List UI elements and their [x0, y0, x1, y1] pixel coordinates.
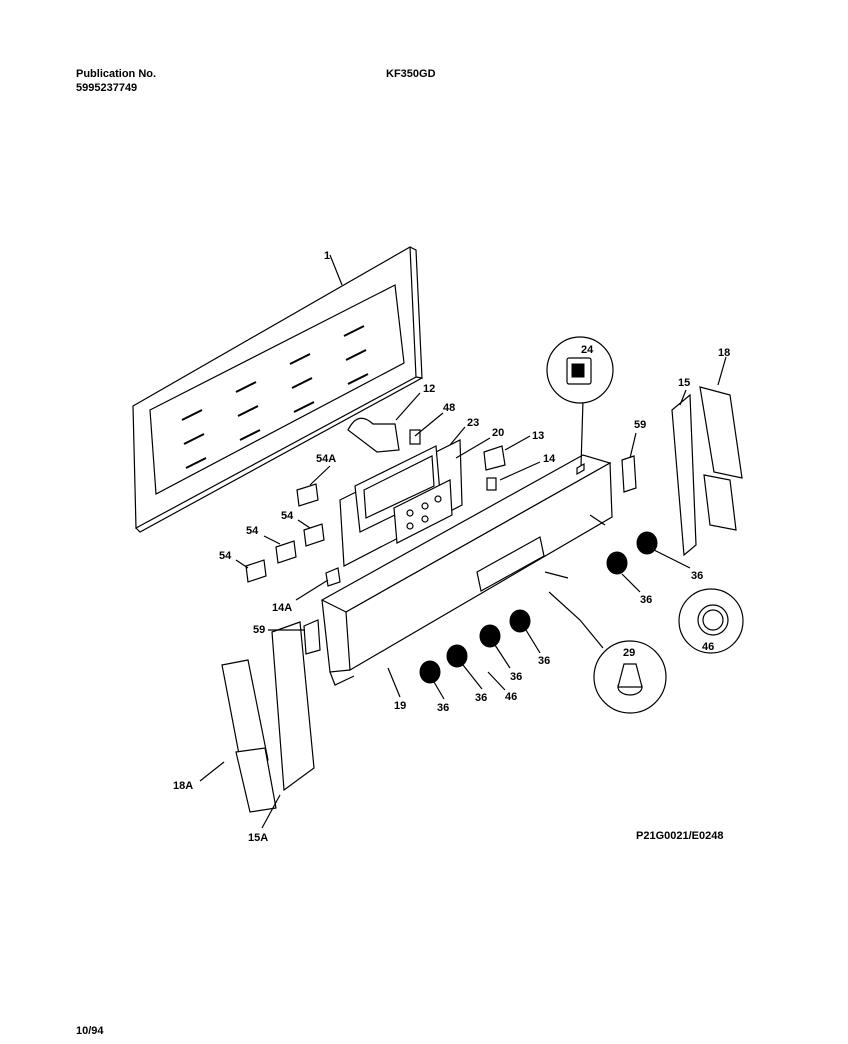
callout-54: 54	[246, 525, 259, 537]
callout-36: 36	[475, 692, 487, 704]
callout-36: 36	[538, 655, 550, 667]
callout-36: 36	[640, 594, 652, 606]
callout-46: 46	[505, 691, 517, 703]
callout-36: 36	[510, 671, 522, 683]
callout-54: 54	[281, 510, 294, 522]
callout-18A: 18A	[173, 780, 193, 792]
callout-59: 59	[253, 624, 265, 636]
control-knobs	[419, 531, 658, 684]
callout-19: 19	[394, 700, 406, 712]
leader-lines	[199, 356, 727, 829]
right-end-cap	[621, 386, 743, 557]
callout-15: 15	[678, 377, 690, 389]
callout-36: 36	[691, 570, 703, 582]
callout-36: 36	[437, 702, 449, 714]
callout-18: 18	[718, 347, 730, 359]
callout-24: 24	[581, 344, 594, 356]
callout-48: 48	[443, 402, 455, 414]
callout-54A: 54A	[316, 453, 336, 465]
clock-timer-part	[339, 417, 463, 567]
callout-14: 14	[543, 453, 556, 465]
back-panel-part	[132, 245, 423, 533]
callout-46: 46	[702, 641, 714, 653]
callout-29: 29	[623, 647, 635, 659]
callout-20: 20	[492, 427, 504, 439]
left-end-cap	[221, 619, 321, 813]
callout-1: 1	[324, 250, 330, 262]
drawing-code: P21G0021/E0248	[636, 830, 724, 842]
publication-label: Publication No.	[76, 68, 157, 80]
callout-13: 13	[532, 430, 544, 442]
callout-14A: 14A	[272, 602, 292, 614]
rocker-switch-inset	[546, 336, 614, 404]
control-panel-part	[320, 399, 613, 686]
callout-23: 23	[467, 417, 479, 429]
knob-inset	[548, 591, 667, 714]
model-number: KF350GD	[386, 68, 436, 80]
callout-15A: 15A	[248, 832, 268, 844]
callout-12: 12	[423, 383, 435, 395]
switches	[245, 445, 506, 587]
push-knob-inset	[678, 588, 744, 654]
callout-54: 54	[219, 550, 232, 562]
publication-number: 5995237749	[76, 82, 138, 94]
callout-labels: 1 12 48 23 20 13 14 24 59 15 18 54A 54 5…	[173, 250, 730, 844]
callout-59: 59	[634, 419, 646, 431]
publication-date: 10/94	[76, 1025, 104, 1037]
